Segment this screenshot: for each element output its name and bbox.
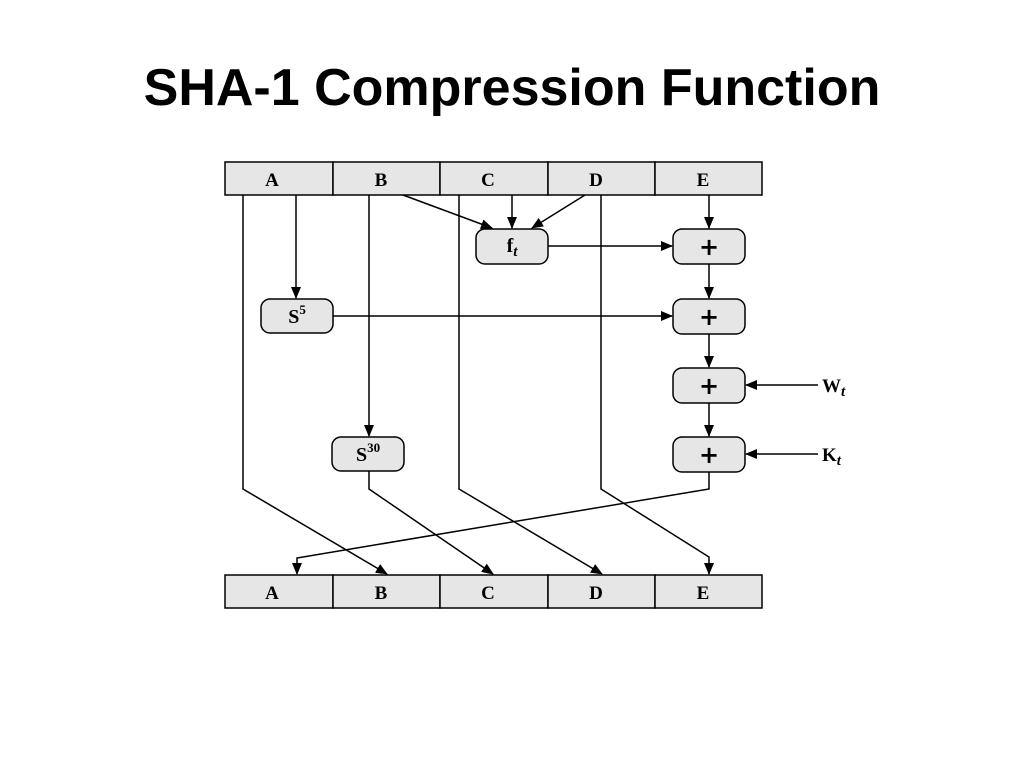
input-register-row: A B C D E bbox=[224, 161, 763, 196]
s5-label-base: S bbox=[288, 306, 299, 328]
input-register-label-b: B bbox=[375, 170, 388, 191]
adder-1-symbol: + bbox=[699, 233, 719, 261]
input-register-cell-a bbox=[224, 161, 334, 196]
output-register-cell-c bbox=[439, 574, 549, 609]
arrow-adder4-to-out-a bbox=[292, 472, 710, 575]
input-register-label-c: C bbox=[481, 170, 495, 191]
s30-label-sup: 30 bbox=[367, 440, 380, 455]
arrow-s30-to-out-c bbox=[368, 471, 494, 575]
input-register-cell-c bbox=[439, 161, 549, 196]
arrow-c-to-out-d bbox=[458, 195, 603, 575]
arrow-d-to-ft bbox=[531, 194, 586, 229]
output-register-cell-e bbox=[654, 574, 763, 609]
output-register-cell-b bbox=[332, 574, 441, 609]
kt-input-label: Kt bbox=[822, 445, 842, 469]
input-register-label-e: E bbox=[697, 170, 710, 191]
ft-function-node: ft bbox=[475, 228, 549, 265]
connections bbox=[242, 194, 818, 575]
adder-4: + bbox=[672, 436, 746, 473]
input-register-label-a: A bbox=[265, 170, 279, 191]
output-register-cell-a bbox=[224, 574, 334, 609]
adder-3: + bbox=[672, 367, 746, 404]
arrow-b-to-ft bbox=[402, 194, 493, 229]
s5-label-sup: 5 bbox=[299, 302, 306, 317]
adder-3-symbol: + bbox=[699, 372, 719, 400]
s30-rotate-node: S30 bbox=[331, 436, 405, 472]
adder-2: + bbox=[672, 298, 746, 335]
ft-label-base: f bbox=[507, 235, 514, 257]
s30-label-base: S bbox=[356, 444, 367, 466]
svg-text:S5: S5 bbox=[288, 302, 306, 328]
output-register-label-d: D bbox=[589, 583, 603, 604]
svg-text:S30: S30 bbox=[356, 440, 380, 466]
output-register-label-a: A bbox=[265, 583, 279, 604]
input-register-label-d: D bbox=[589, 170, 603, 191]
adder-4-symbol: + bbox=[699, 441, 719, 469]
input-register-cell-b bbox=[332, 161, 441, 196]
wt-input-label: Wt bbox=[822, 376, 846, 400]
svg-text:ft: ft bbox=[507, 235, 519, 260]
arrow-a-to-out-b bbox=[242, 195, 388, 575]
ft-label-sub: t bbox=[513, 244, 518, 260]
output-register-label-b: B bbox=[375, 583, 388, 604]
adder-1: + bbox=[672, 228, 746, 265]
output-register-label-c: C bbox=[481, 583, 495, 604]
output-register-row: A B C D E bbox=[224, 574, 763, 609]
input-register-cell-d bbox=[547, 161, 656, 196]
s5-rotate-node: S5 bbox=[260, 298, 334, 334]
arrow-d-to-out-e bbox=[600, 195, 714, 575]
page-title: SHA-1 Compression Function bbox=[143, 59, 881, 117]
output-register-label-e: E bbox=[697, 583, 710, 604]
adder-2-symbol: + bbox=[699, 303, 719, 331]
